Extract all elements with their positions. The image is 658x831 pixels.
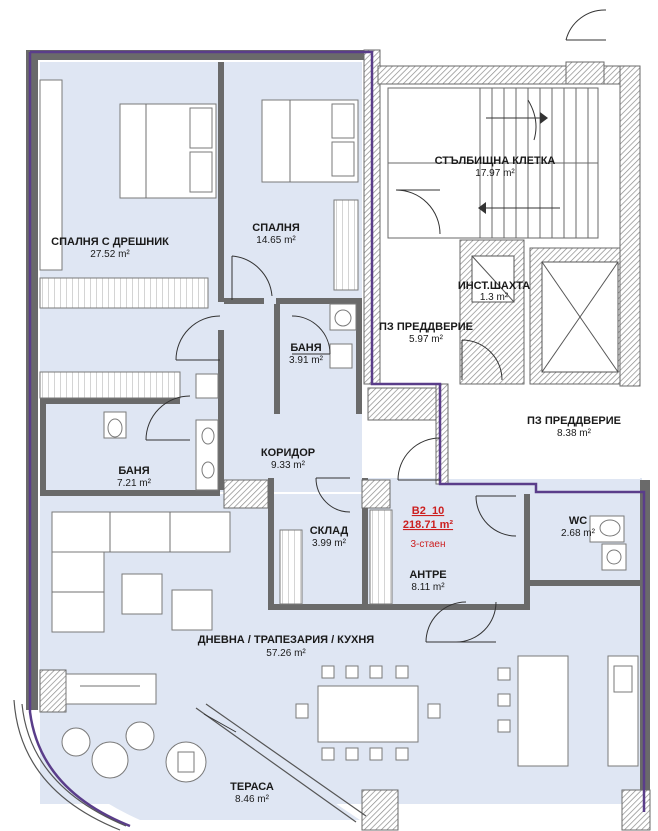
room-area: 27.52 m² <box>90 249 130 260</box>
unit-type: 3-стаен <box>410 539 445 550</box>
unit-code: B2_10 <box>412 505 444 517</box>
room-area: 57.26 m² <box>266 648 306 659</box>
terrace-arrow <box>203 713 237 733</box>
room-area: 2.68 m² <box>561 528 596 539</box>
armchair-2 <box>171 589 213 631</box>
room-area: 7.21 m² <box>117 478 152 489</box>
room-area: 3.99 m² <box>312 538 347 549</box>
bath-fixtures <box>103 303 627 571</box>
room-name: КОРИДОР <box>261 447 315 459</box>
tv-unit <box>65 673 157 705</box>
room-name: ПЗ ПРЕДДВЕРИЕ <box>527 415 621 427</box>
room-labels: СПАЛНЯ С ДРЕШНИК 27.52 m² СПАЛНЯ 14.65 m… <box>51 155 621 805</box>
room-area: 8.38 m² <box>557 428 592 439</box>
room-name: СТЪЛБИЩНА КЛЕТКА <box>435 155 556 167</box>
room-name: ДНЕВНА / ТРАПЕЗАРИЯ / КУХНЯ <box>198 634 375 646</box>
room-area: 1.3 m² <box>480 292 509 303</box>
unit-label: B2_10 218.71 m² 3-стаен <box>403 505 453 550</box>
wardrobe-4 <box>39 79 63 271</box>
room-name: ТЕРАСА <box>230 781 274 793</box>
room-name: СПАЛНЯ С ДРЕШНИК <box>51 236 169 248</box>
wardrobe-3 <box>333 199 359 291</box>
room-name: ПЗ ПРЕДДВЕРИЕ <box>379 321 473 333</box>
room-name: ИНСТ.ШАХТА <box>458 280 530 292</box>
unit-boundary <box>30 50 646 812</box>
room-name: АНТРЕ <box>409 569 446 581</box>
terrace-furniture <box>61 721 207 783</box>
room-name: БАНЯ <box>290 342 321 354</box>
wardrobe-1 <box>39 277 209 309</box>
room-area: 9.33 m² <box>271 460 306 471</box>
staircase <box>387 87 599 239</box>
room-name: БАНЯ <box>118 465 149 477</box>
kitchen-sink <box>613 665 633 693</box>
wardrobe-2 <box>39 371 181 399</box>
armchair-1 <box>121 573 163 615</box>
bed-second <box>261 99 359 183</box>
elevator-shaft <box>541 261 619 373</box>
room-name: WC <box>569 515 587 527</box>
bar-stools <box>497 667 511 733</box>
room-area: 17.97 m² <box>475 168 515 179</box>
room-area: 8.46 m² <box>235 794 270 805</box>
room-name: СПАЛНЯ <box>252 222 300 234</box>
sofa <box>51 511 231 633</box>
terrace-railing <box>13 699 367 831</box>
installation-shaft <box>471 255 515 303</box>
dining-table <box>295 665 441 761</box>
unit-area: 218.71 m² <box>403 519 453 531</box>
room-name: СКЛАД <box>310 525 349 537</box>
room-area: 5.97 m² <box>409 334 444 345</box>
bed-master <box>119 103 217 199</box>
room-area: 14.65 m² <box>256 235 296 246</box>
unit-boundary-left <box>28 52 131 828</box>
entrance-shelf <box>369 509 393 605</box>
doors <box>145 9 607 643</box>
room-area: 8.11 m² <box>411 582 445 593</box>
storage-shelf <box>279 529 303 605</box>
room-area: 3.91 m² <box>289 355 324 366</box>
kitchen-island <box>517 655 569 767</box>
